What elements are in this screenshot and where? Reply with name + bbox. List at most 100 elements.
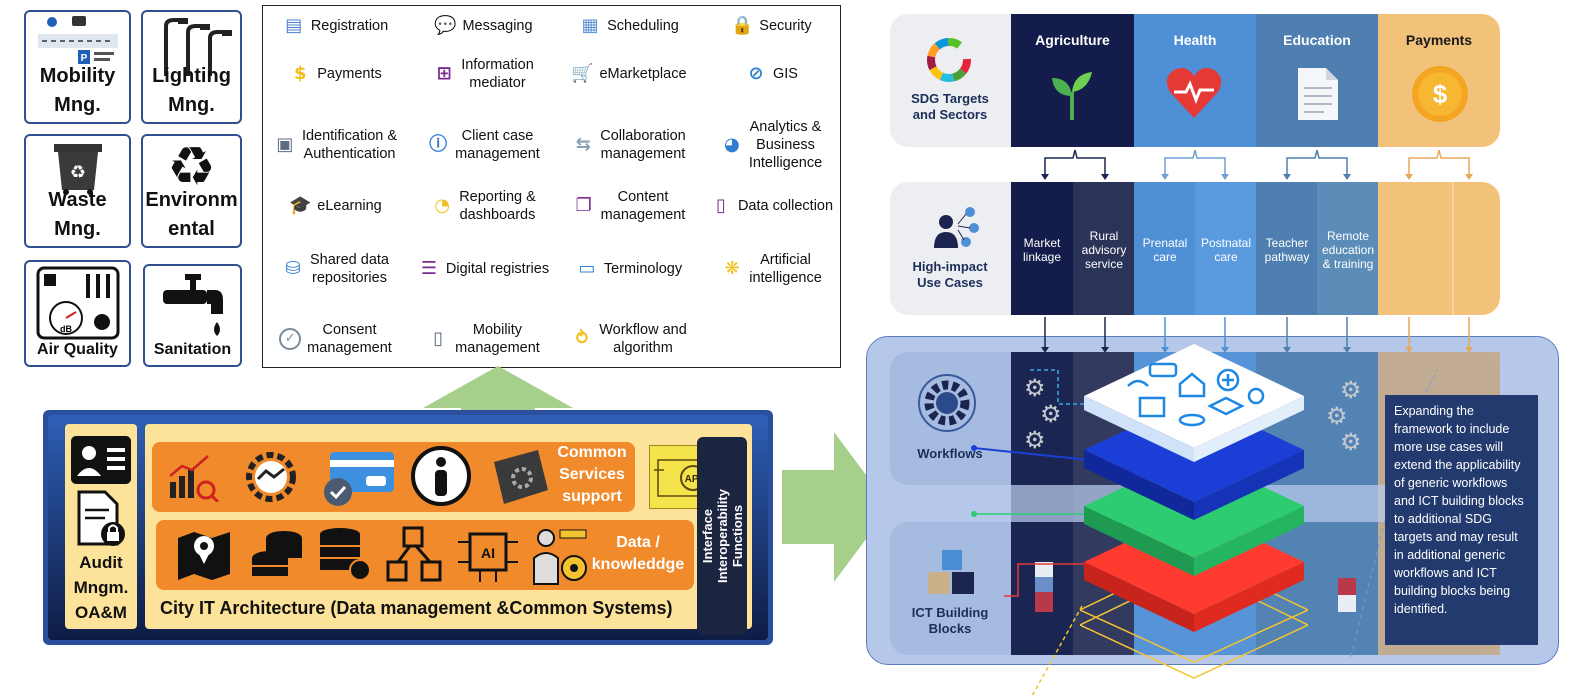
svg-text:♻: ♻ xyxy=(69,162,85,183)
service-payments: $Payments xyxy=(263,56,408,92)
use-case-people-icon xyxy=(934,207,979,248)
gear-icon: ⚙ xyxy=(1340,376,1362,404)
service-label: Reporting &dashboards xyxy=(459,189,536,223)
locked-document-icon xyxy=(77,490,125,546)
service-gis: ⊘GIS xyxy=(703,56,840,92)
expanding-framework-note: Expanding the framework to include more … xyxy=(1385,395,1538,645)
phone-icon: ▯ xyxy=(433,328,444,349)
sector-health: Health xyxy=(1173,32,1217,48)
service-label: Data collection xyxy=(737,198,834,214)
chat-bubbles-icon: 💬 xyxy=(434,15,457,36)
service-messaging: 💬 Messaging xyxy=(411,8,556,44)
service-label: eLearning xyxy=(317,198,382,214)
workflow-gears-icon xyxy=(918,374,976,432)
service-terminology: ▭Terminology xyxy=(556,251,702,287)
coins-icon xyxy=(252,531,302,576)
lock-icon: 🔒 xyxy=(731,15,754,36)
service-data-collection: ▯ Data collection xyxy=(703,188,840,224)
ict-blocks-icon xyxy=(928,550,974,594)
map-pin-icon xyxy=(178,532,230,580)
ai-chip-icon: AI xyxy=(458,532,518,582)
data-knowledge-row: AI Data / knowleddge xyxy=(156,520,694,590)
id-card-icon: ▣ xyxy=(276,134,294,155)
common-services-grid: ▤Registration💬Messaging▦Scheduling🔒Secur… xyxy=(262,5,841,368)
cart-icon: 🛒 xyxy=(571,63,594,84)
clipboard-check-icon: ▯ xyxy=(715,195,726,216)
brain-icon: ❋ xyxy=(724,258,740,279)
sector-agriculture: Agriculture xyxy=(1035,32,1110,48)
service-security: 🔒Security xyxy=(703,8,840,44)
database-gear-icon xyxy=(320,528,371,581)
tile-sanitation: Sanitation xyxy=(143,264,242,367)
interface-interoperability-bar: Interface Interoperability Functions xyxy=(697,437,747,635)
audit-panel: Audit Mngm. OA&M xyxy=(65,424,137,629)
brace-connectors-1 xyxy=(1041,149,1473,180)
col-agriculture-sdg xyxy=(1011,14,1134,147)
air-meter-icon: dB xyxy=(36,266,119,340)
calendar-icon: ▦ xyxy=(581,15,599,36)
col-uc-postnatal xyxy=(1195,182,1256,315)
service-label: Payments xyxy=(317,66,382,82)
gear-icon: ⚙ xyxy=(1024,374,1046,402)
gear-icon: ⚙ xyxy=(1024,426,1046,454)
service-label: Terminology xyxy=(603,261,683,277)
service-label: Identification &Authentication xyxy=(301,128,398,162)
service-label: Registration xyxy=(310,18,389,34)
layer-stack xyxy=(1080,344,1308,679)
service-label: Messaging xyxy=(462,18,533,34)
right-arrow xyxy=(782,432,890,582)
service-emarketplace: 🛒 eMarketplace xyxy=(556,56,702,92)
sprout-icon xyxy=(1052,72,1092,120)
service-reporting: ◔ Reporting &dashboards xyxy=(411,188,556,224)
gauge-icon: ◔ xyxy=(434,195,451,216)
architecture-title: City IT Architecture (Data management &C… xyxy=(160,598,673,618)
col-uc-teacher xyxy=(1256,182,1317,315)
gear-icon: ⚙ xyxy=(1040,400,1062,428)
data-knowledge-label: Data / knowleddge xyxy=(591,534,685,573)
service-label: eMarketplace xyxy=(599,66,687,82)
sdg-wheel-icon xyxy=(927,38,971,82)
common-services-label: Common Services support xyxy=(557,444,627,505)
heart-icon xyxy=(1166,68,1222,118)
network-icon: ⊞ xyxy=(436,63,452,84)
block-bar xyxy=(1338,578,1356,612)
svg-text:dB: dB xyxy=(60,324,72,334)
water-tap-icon xyxy=(162,274,223,336)
analytics-icon xyxy=(169,455,220,502)
service-label: Digital registries xyxy=(445,261,550,277)
up-arrow xyxy=(423,366,573,446)
col-uc-remote xyxy=(1317,182,1378,315)
block-bar xyxy=(1035,562,1053,612)
svg-text:$: $ xyxy=(1433,79,1448,109)
service-label: GIS xyxy=(773,66,798,82)
handshake-icon: ⇆ xyxy=(575,134,591,155)
folder-gear-icon xyxy=(494,450,548,504)
blockchain-icon xyxy=(386,526,442,582)
service-digital-registries: ☰Digital registries xyxy=(411,251,556,287)
